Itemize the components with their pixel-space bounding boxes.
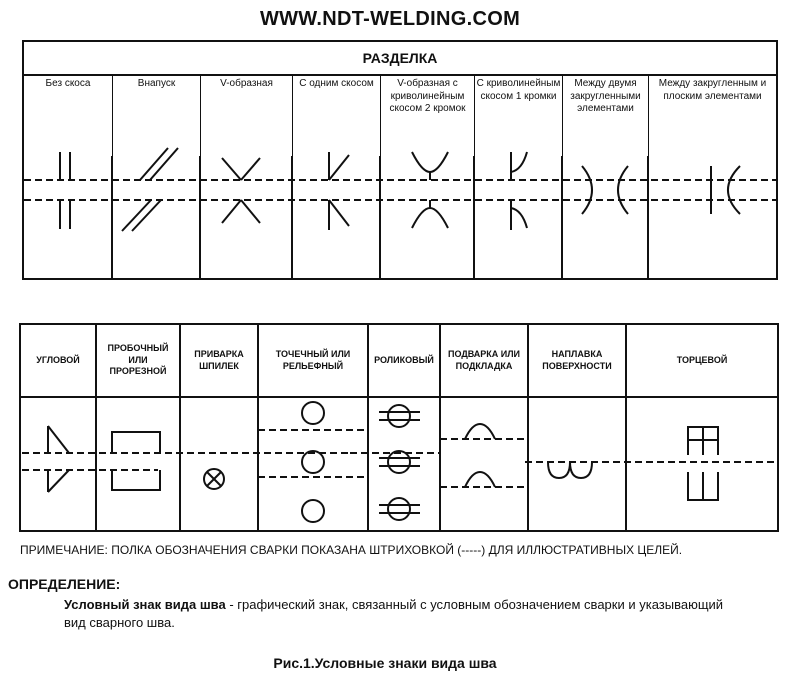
groove-cell-bevel [293, 156, 381, 280]
weld-cell-surfacing [529, 398, 627, 530]
groove-cell-scarf [113, 156, 201, 280]
weld-cell-spot [259, 398, 369, 530]
groove-cell-square [24, 156, 113, 280]
weld-cell-plug [97, 398, 181, 530]
groove-header-two-round: Между двумя закругленными элементами [563, 76, 649, 156]
weld-header-backing: ПОДВАРКА ИЛИ ПОДКЛАДКА [441, 325, 529, 398]
groove-header-round-flat: Между закругленным и плоским элементами [658, 78, 767, 102]
weld-cell-backing [441, 398, 529, 530]
weld-header-fillet: УГЛОВОЙ [21, 325, 97, 398]
weld-cell-seam [369, 398, 441, 530]
definition-body: - графический знак, связанный с условным… [64, 597, 724, 631]
groove-cell-flare-v [381, 156, 475, 280]
groove-cell-v [201, 156, 293, 280]
figure-caption: Рис.1.Условные знаки вида шва [273, 655, 497, 671]
definition-term: Условный знак вида шва [64, 597, 226, 612]
weld-header-seam: РОЛИКОВЫЙ [369, 325, 441, 398]
groove-table: РАЗДЕЛКА Без скоса Внапуск V-образная С … [22, 40, 778, 280]
groove-header-bevel: С одним скосом [293, 76, 381, 156]
note: ПРИМЕЧАНИЕ: ПОЛКА ОБОЗНАЧЕНИЯ СВАРКИ ПОК… [20, 543, 683, 557]
weld-types-table: УГЛОВОЙ ПРОБОЧНЫЙ ИЛИ ПРОРЕЗНОЙ ПРИВАРКА… [19, 323, 779, 532]
groove-header-flare-v: V-образная с криволинейным скосом 2 кром… [381, 76, 475, 156]
definition-text: Условный знак вида шва - графический зна… [64, 596, 744, 632]
weld-header-spot: ТОЧЕЧНЫЙ ИЛИ РЕЛЬЕФНЫЙ [259, 325, 369, 398]
groove-header-scarf: Внапуск [113, 76, 201, 156]
groove-cell-two-round [563, 156, 649, 280]
weld-header-stud: ПРИВАРКА ШПИЛЕК [181, 325, 259, 398]
groove-header-flare-bevel: С криволинейным скосом 1 кромки [475, 76, 563, 156]
weld-header-plug: ПРОБОЧНЫЙ ИЛИ ПРОРЕЗНОЙ [97, 325, 181, 398]
groove-table-title: РАЗДЕЛКА [24, 42, 776, 76]
site-url: WWW.NDT-WELDING.COM [259, 8, 521, 30]
weld-header-surfacing: НАПЛАВКА ПОВЕРХНОСТИ [529, 325, 627, 398]
groove-cell-flare-bevel [475, 156, 563, 280]
groove-header-square: Без скоса [24, 76, 113, 156]
groove-header-v: V-образная [201, 76, 293, 156]
weld-cell-edge [627, 398, 777, 530]
weld-cell-stud [181, 398, 259, 530]
weld-header-edge: ТОРЦЕВОЙ [627, 325, 777, 398]
definition-label: ОПРЕДЕЛЕНИЕ: [8, 576, 121, 592]
groove-cell-round-flat [649, 156, 776, 280]
weld-cell-fillet [21, 398, 97, 530]
